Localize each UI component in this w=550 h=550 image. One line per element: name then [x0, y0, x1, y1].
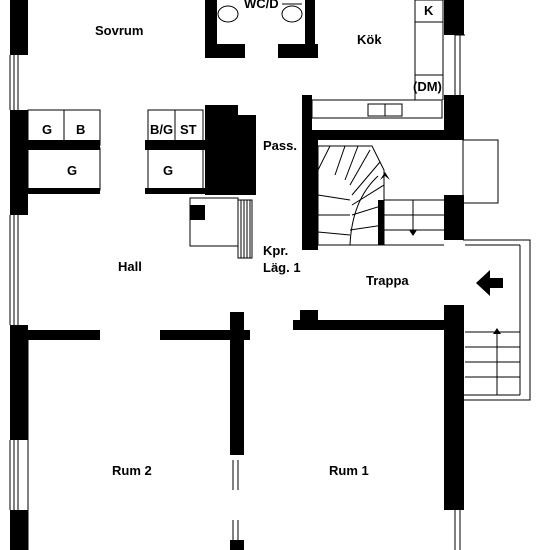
closet-label-g2: G — [67, 163, 77, 178]
cabinet-label-dm: (DM) — [413, 79, 442, 94]
room-label-lag: Läg. 1 — [263, 260, 301, 275]
closet-label-g3: G — [163, 163, 173, 178]
closet-label-g1: G — [42, 122, 52, 137]
closet-label-bg: B/G — [150, 122, 173, 137]
closet-label-st: ST — [180, 122, 197, 137]
stair-arrow-down-icon — [409, 230, 417, 236]
entrance-arrow-icon — [476, 270, 503, 296]
room-label-hall: Hall — [118, 259, 142, 274]
room-label-sovrum: Sovrum — [95, 23, 143, 38]
closet-label-b: B — [76, 122, 85, 137]
room-label-pass: Pass. — [263, 138, 297, 153]
room-label-trappa: Trappa — [366, 273, 409, 288]
room-label-wc: WC/D — [244, 0, 279, 11]
room-label-rum1: Rum 1 — [329, 463, 369, 478]
stair-arrow-icon — [380, 172, 390, 180]
cabinet-label-k: K — [424, 3, 434, 18]
room-label-kpr: Kpr. — [263, 243, 288, 258]
walls — [10, 0, 464, 550]
room-label-rum2: Rum 2 — [112, 463, 152, 478]
porch-arrow-icon — [493, 328, 501, 334]
room-label-kok: Kök — [357, 32, 382, 47]
